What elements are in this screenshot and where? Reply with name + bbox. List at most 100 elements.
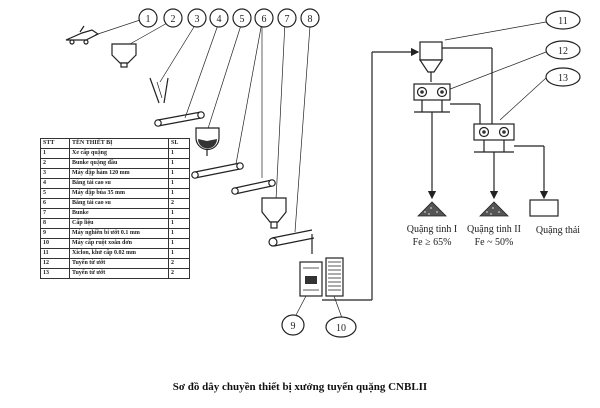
svg-text:10: 10 xyxy=(336,323,346,334)
cell-name: Máy đập hàm 120 mm xyxy=(69,168,169,179)
product-2-name: Quặng tinh II xyxy=(467,224,521,235)
product-1-name: Quặng tinh I xyxy=(407,224,458,235)
concentrate-1-pile xyxy=(417,201,447,217)
svg-text:13: 13 xyxy=(558,73,568,84)
callout-11: 11 xyxy=(545,10,581,30)
svg-text:8: 8 xyxy=(308,14,313,25)
cell-stt: 8 xyxy=(40,218,70,229)
svg-text:6: 6 xyxy=(262,14,267,25)
callout-4: 4 xyxy=(209,8,229,28)
feed-bunker-icon xyxy=(111,43,137,68)
cell-name: Máy nghiền bi ướt 0.1 mm xyxy=(69,228,169,239)
jaw-crusher-icon xyxy=(149,77,169,104)
cell-name: Băng tải cao su xyxy=(69,178,169,189)
callout-7: 7 xyxy=(277,8,297,28)
slurry-pipeline xyxy=(322,47,420,301)
spiral-classifier-icon xyxy=(325,257,344,297)
cell-qty: 1 xyxy=(168,178,190,189)
cell-stt: 9 xyxy=(40,228,70,239)
callout-leaders xyxy=(94,19,547,319)
cell-stt: 2 xyxy=(40,158,70,169)
callout-6: 6 xyxy=(254,8,274,28)
cell-name: Tuyển từ ướt xyxy=(69,258,169,269)
svg-text:4: 4 xyxy=(217,14,222,25)
svg-text:7: 7 xyxy=(285,14,290,25)
magnetic-separator-2-icon xyxy=(473,123,549,200)
callout-12: 12 xyxy=(545,40,581,60)
svg-text:12: 12 xyxy=(558,46,568,57)
cell-name: Máy đập búa 35 mm xyxy=(69,188,169,199)
cell-qty: 1 xyxy=(168,148,190,159)
svg-text:11: 11 xyxy=(558,16,568,27)
cell-name: Bunke quặng đầu xyxy=(69,158,169,169)
callout-13: 13 xyxy=(545,67,581,87)
product-1-grade: Fe ≥ 65% xyxy=(413,237,452,248)
cell-stt: 3 xyxy=(40,168,70,179)
callout-10: 10 xyxy=(325,316,357,338)
cell-name: Xe cấp quặng xyxy=(69,148,169,159)
cell-stt: 12 xyxy=(40,258,70,269)
concentrate-2-pile xyxy=(479,201,509,217)
cell-stt: 13 xyxy=(40,268,70,279)
cell-qty: 2 xyxy=(168,268,190,279)
belt-conveyor-2-icon xyxy=(191,162,244,179)
cell-qty: 1 xyxy=(168,238,190,249)
table-header-row: STT TÊN THIẾT BỊ SL xyxy=(40,138,190,149)
cell-stt: 6 xyxy=(40,198,70,209)
diagram-caption: Sơ đồ dây chuyền thiết bị xưởng tuyển qu… xyxy=(172,381,428,393)
svg-text:1: 1 xyxy=(146,14,151,25)
magnetic-separator-1-icon xyxy=(413,83,481,200)
cell-name: Máy cấp ruột xoắn đơn xyxy=(69,238,169,249)
cyclone-icon xyxy=(418,41,493,132)
cell-qty: 1 xyxy=(168,208,190,219)
callout-1: 1 xyxy=(138,8,158,28)
cell-name: Bunke xyxy=(69,208,169,219)
feeder-icon xyxy=(268,229,315,254)
svg-text:3: 3 xyxy=(195,14,200,25)
svg-text:5: 5 xyxy=(240,14,245,25)
cell-qty: 1 xyxy=(168,218,190,229)
cell-name: Tuyển từ ướt xyxy=(69,268,169,279)
callout-9: 9 xyxy=(281,314,305,336)
svg-text:9: 9 xyxy=(291,321,296,332)
col-header-name: TÊN THIẾT BỊ xyxy=(69,138,169,149)
cell-qty: 1 xyxy=(168,158,190,169)
cell-qty: 1 xyxy=(168,228,190,239)
cell-qty: 1 xyxy=(168,248,190,259)
svg-text:2: 2 xyxy=(171,14,176,25)
feed-truck-icon xyxy=(65,25,100,45)
cell-stt: 7 xyxy=(40,208,70,219)
cell-qty: 2 xyxy=(168,258,190,269)
belt-conveyor-1-icon xyxy=(154,111,205,127)
cell-qty: 1 xyxy=(168,168,190,179)
ball-mill-icon xyxy=(299,261,323,297)
callout-5: 5 xyxy=(232,8,252,28)
bunker-icon xyxy=(261,197,287,229)
belt-conveyor-3-icon xyxy=(231,179,276,195)
callout-8: 8 xyxy=(300,8,320,28)
cell-qty: 2 xyxy=(168,198,190,209)
cell-name: Xiclon, khử cấp 0.02 mm xyxy=(69,248,169,259)
cell-stt: 11 xyxy=(40,248,70,259)
tailings-box xyxy=(529,199,559,217)
cell-stt: 1 xyxy=(40,148,70,159)
product-3-name: Quặng thải xyxy=(536,225,580,236)
cell-qty: 1 xyxy=(168,188,190,199)
product-2-grade: Fe ~ 50% xyxy=(475,237,514,248)
hammer-crusher-icon xyxy=(195,127,220,156)
